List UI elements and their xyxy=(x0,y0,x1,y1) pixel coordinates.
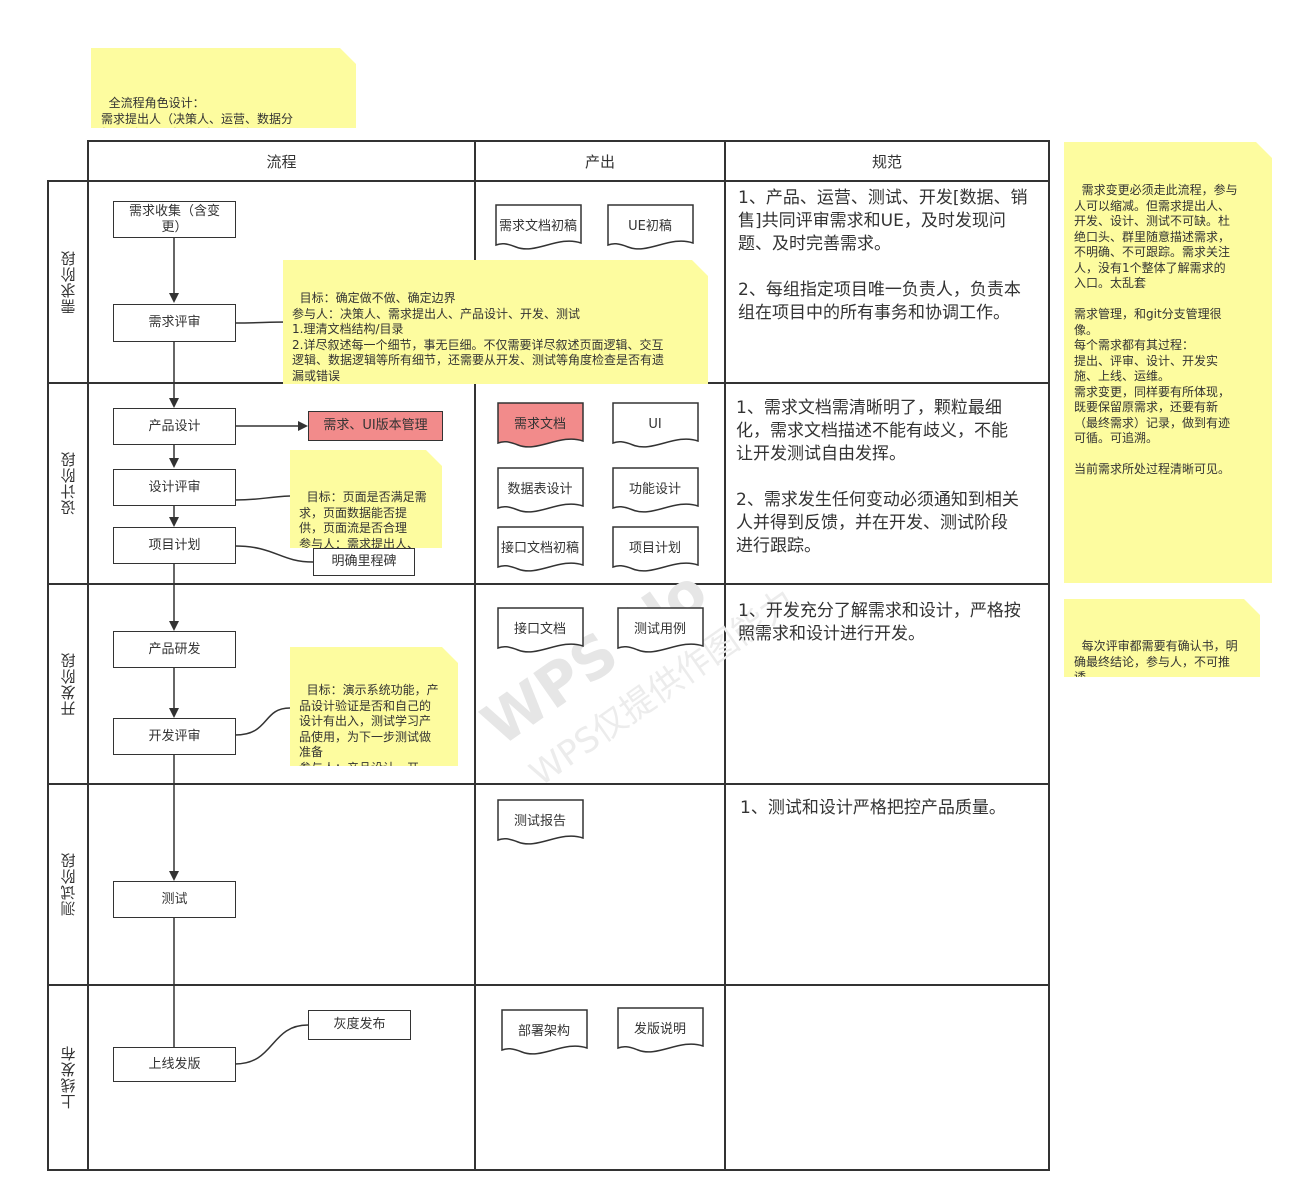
doc-api-draft[interactable]: 接口文档初稿 xyxy=(497,526,584,572)
doc-release-notes[interactable]: 发版说明 xyxy=(617,1007,704,1053)
note-fold xyxy=(1244,599,1260,615)
box-design-review[interactable]: 设计评审 xyxy=(113,469,236,506)
doc-label: UE初稿 xyxy=(628,218,672,234)
spec-development: 1、开发充分了解需求和设计，严格按 照需求和设计进行开发。 xyxy=(738,601,1021,644)
box-testing[interactable]: 测试 xyxy=(113,881,236,918)
doc-label: 功能设计 xyxy=(629,482,681,497)
doc-db-design[interactable]: 数据表设计 xyxy=(497,467,584,513)
doc-deploy-arch[interactable]: 部署架构 xyxy=(501,1009,588,1055)
doc-label: 接口文档初稿 xyxy=(501,540,579,556)
doc-label: 测试报告 xyxy=(514,814,566,829)
header-spec: 规范 xyxy=(871,152,902,171)
spec-requirement: 1、产品、运营、测试、开发[数据、销 售]共同评审需求和UE，及时发现问 题、及… xyxy=(738,188,1028,323)
box-release[interactable]: 上线发版 xyxy=(113,1047,236,1082)
doc-label: 项目计划 xyxy=(629,541,681,556)
box-product-design[interactable]: 产品设计 xyxy=(113,408,236,445)
note-fold xyxy=(340,48,356,64)
spec-testing: 1、测试和设计严格把控产品质量。 xyxy=(740,798,1006,818)
note-fold xyxy=(692,260,708,276)
dev-review-note-text: 目标：演示系统功能，产 品设计验证是否和自己的 设计有出入，测试学习产 品使用，… xyxy=(299,683,439,766)
doc-req[interactable]: 需求文档 xyxy=(497,402,584,448)
role-design-note: 全流程角色设计： 需求提出人（决策人、运营、数据分 析）、产品设计、开发、测试 xyxy=(91,48,356,128)
note-fold xyxy=(1256,142,1272,158)
doc-test-report[interactable]: 测试报告 xyxy=(497,799,584,845)
doc-label: 发版说明 xyxy=(634,1021,686,1037)
change-process-note: 需求变更必须走此流程，参与 人可以缩减。但需求提出人、 开发、设计、测试不可缺。… xyxy=(1064,142,1272,583)
box-req-collect[interactable]: 需求收集（含变 更） xyxy=(113,201,236,238)
change-process-note-text: 需求变更必须走此流程，参与 人可以缩减。但需求提出人、 开发、设计、测试不可缺。… xyxy=(1074,183,1238,476)
dev-review-note: 目标：演示系统功能，产 品设计验证是否和自己的 设计有出入，测试学习产 品使用，… xyxy=(290,647,458,766)
doc-label: 需求文档初稿 xyxy=(499,218,577,234)
doc-label: 数据表设计 xyxy=(507,482,572,497)
doc-func-design[interactable]: 功能设计 xyxy=(612,467,699,513)
doc-test-cases[interactable]: 测试用例 xyxy=(617,607,704,653)
doc-label: 部署架构 xyxy=(518,1024,570,1039)
box-gray-release[interactable]: 灰度发布 xyxy=(308,1010,411,1040)
spec-design: 1、需求文档需清晰明了，颗粒最细 化，需求文档描述不能有歧义，不能 让开发测试自… xyxy=(736,398,1019,556)
role-design-note-text: 全流程角色设计： 需求提出人（决策人、运营、数据分 析）、产品设计、开发、测试 xyxy=(101,96,294,128)
doc-req-draft[interactable]: 需求文档初稿 xyxy=(495,204,582,250)
doc-label: UI xyxy=(648,417,661,432)
box-version-management[interactable]: 需求、UI版本管理 xyxy=(308,411,443,441)
box-dev-review[interactable]: 开发评审 xyxy=(113,718,236,755)
box-project-plan[interactable]: 项目计划 xyxy=(113,527,236,564)
doc-label: 接口文档 xyxy=(514,621,566,637)
review-confirmation-note-text: 每次评审都需要有确认书，明 确最终结论，参与人，不可推 诿。 xyxy=(1074,639,1238,677)
doc-api[interactable]: 接口文档 xyxy=(497,607,584,653)
review-confirmation-note: 每次评审都需要有确认书，明 确最终结论，参与人，不可推 诿。 xyxy=(1064,599,1260,677)
doc-label: 测试用例 xyxy=(634,622,686,637)
req-review-note: 目标：确定做不做、确定边界 参与人：决策人、需求提出人、产品设计、开发、测试 1… xyxy=(283,260,708,384)
box-milestone[interactable]: 明确里程碑 xyxy=(313,548,415,576)
box-req-review[interactable]: 需求评审 xyxy=(113,304,236,342)
doc-label: 需求文档 xyxy=(514,417,566,432)
header-output: 产出 xyxy=(584,152,615,171)
req-review-note-text: 目标：确定做不做、确定边界 参与人：决策人、需求提出人、产品设计、开发、测试 1… xyxy=(292,291,665,383)
note-fold xyxy=(442,647,458,663)
doc-ue-draft[interactable]: UE初稿 xyxy=(607,204,694,250)
design-review-note-text: 目标：页面是否满足需 求，页面数据能否提 供，页面流是否合理 参与人：需求提出人… xyxy=(299,490,427,548)
note-fold xyxy=(426,450,442,466)
doc-proj-plan[interactable]: 项目计划 xyxy=(612,526,699,572)
box-product-dev[interactable]: 产品研发 xyxy=(113,631,236,668)
header-flow: 流程 xyxy=(266,152,297,171)
design-review-note: 目标：页面是否满足需 求，页面数据能否提 供，页面流是否合理 参与人：需求提出人… xyxy=(290,450,442,548)
doc-ui[interactable]: UI xyxy=(612,402,699,448)
